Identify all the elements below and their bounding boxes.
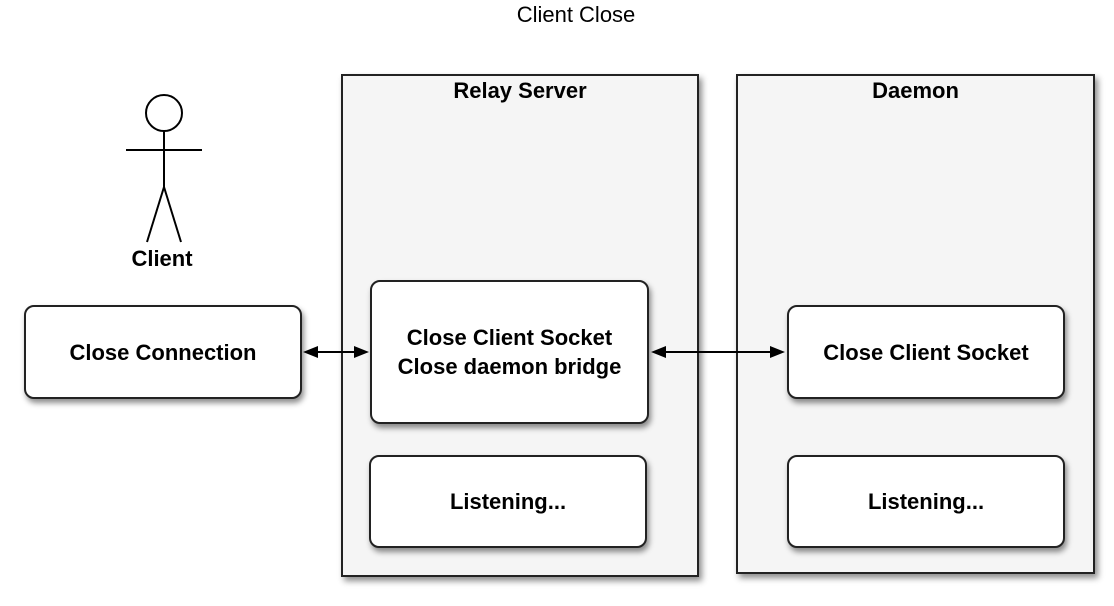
relay-server-label: Relay Server xyxy=(453,78,587,103)
relay-daemon-arrow xyxy=(651,346,785,358)
relay-listening-label: Listening... xyxy=(449,489,567,514)
close-connection-label: Close Connection xyxy=(69,339,257,365)
relay-listening-box: Listening... xyxy=(369,455,647,548)
daemon-socket-label: Close Client Socket xyxy=(823,339,1029,365)
actor-label: Client xyxy=(131,246,193,271)
daemon-listening-box: Listening... xyxy=(787,455,1065,548)
client-relay-arrow xyxy=(303,346,369,358)
close-connection-box: Close Connection xyxy=(24,305,302,399)
daemon-label: Daemon xyxy=(872,78,959,103)
diagram-title: Client Close xyxy=(516,2,636,27)
relay-bridge-line-2: Close daemon bridge xyxy=(397,354,622,379)
relay-bridge-box: Close Client Socket Close daemon bridge xyxy=(370,280,649,424)
relay-bridge-line-1: Close Client Socket xyxy=(406,325,613,350)
daemon-socket-box: Close Client Socket xyxy=(787,305,1065,399)
daemon-listening-label: Listening... xyxy=(867,489,985,514)
